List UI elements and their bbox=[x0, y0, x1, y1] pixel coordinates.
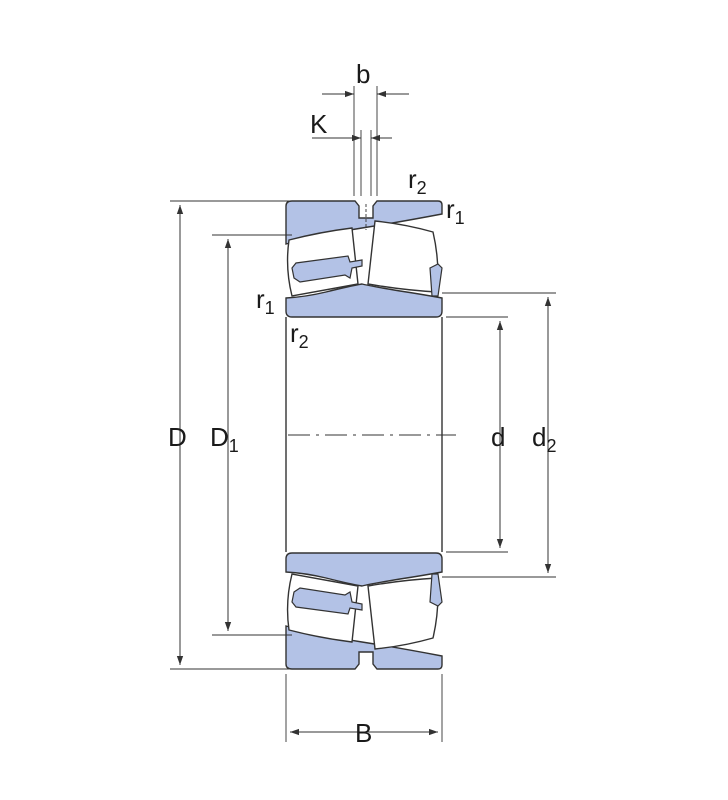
bottom-bearing-section bbox=[285, 552, 443, 670]
label-r1-top: r1 bbox=[446, 194, 465, 228]
guide-ring-bottom bbox=[429, 573, 443, 607]
label-r2-left: r2 bbox=[290, 318, 309, 352]
label-d2: d2 bbox=[532, 422, 556, 456]
label-b: b bbox=[356, 59, 370, 89]
label-r1-left: r1 bbox=[256, 284, 275, 318]
extension-lines bbox=[170, 86, 556, 742]
label-K: K bbox=[310, 109, 328, 139]
inner-ring-top bbox=[285, 283, 443, 318]
label-B: B bbox=[355, 718, 372, 748]
label-D1: D1 bbox=[210, 422, 239, 456]
top-bearing-section bbox=[285, 200, 443, 318]
label-D: D bbox=[168, 422, 187, 452]
cage-bottom bbox=[291, 587, 363, 615]
guide-ring-top bbox=[429, 263, 443, 297]
label-r2-top: r2 bbox=[408, 164, 427, 198]
dimension-lines bbox=[176, 90, 552, 736]
right-roller-top bbox=[367, 220, 439, 293]
inner-ring-bottom bbox=[285, 552, 443, 587]
label-d: d bbox=[491, 422, 505, 452]
cage-top bbox=[291, 255, 363, 283]
right-roller-bottom bbox=[367, 577, 439, 650]
